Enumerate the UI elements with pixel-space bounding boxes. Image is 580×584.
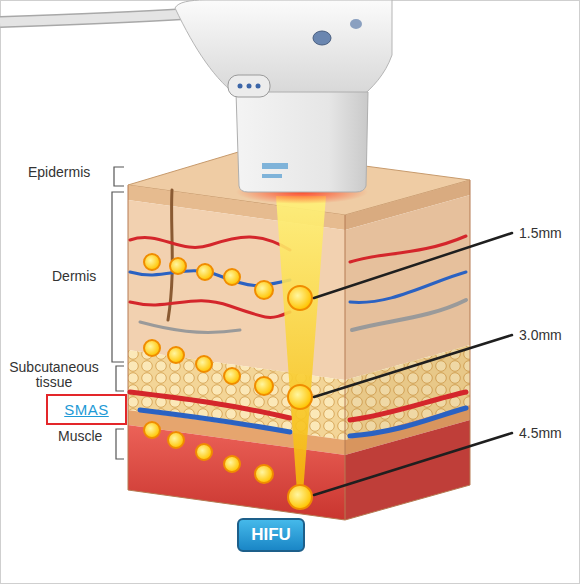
- indicator-dot: [238, 84, 243, 89]
- smas-box: SMAS: [46, 394, 127, 425]
- focal-dot: [255, 377, 273, 395]
- side-button: [228, 75, 270, 97]
- nerve: [352, 300, 466, 330]
- cable: [0, 14, 185, 22]
- top-button: [313, 31, 331, 45]
- focal-dot: [255, 281, 273, 299]
- layer-bracket: [112, 192, 124, 362]
- top-button: [350, 19, 362, 29]
- focal-dot: [224, 269, 240, 285]
- hifu-badge-text: HIFU: [251, 525, 291, 545]
- focal-dot: [144, 340, 160, 356]
- leader-line: [314, 233, 512, 298]
- handpiece: [0, 0, 392, 204]
- handle: [175, 0, 392, 98]
- focal-dot: [168, 432, 184, 448]
- focal-dot: [224, 368, 240, 384]
- focal-dot: [144, 422, 160, 438]
- head-marking: [262, 163, 288, 169]
- layer-label: Muscle: [58, 428, 102, 444]
- vein: [140, 410, 290, 432]
- leader-line: [314, 433, 512, 495]
- depth-label: 3.0mm: [519, 327, 562, 343]
- artery: [350, 236, 466, 262]
- vein: [350, 272, 466, 302]
- layer-label: Dermis: [52, 268, 96, 284]
- layer-bracket: [116, 366, 124, 391]
- cable: [0, 14, 185, 22]
- transducer-head: [236, 92, 368, 192]
- nerve: [140, 322, 240, 332]
- smas-box-text: SMAS: [64, 401, 109, 418]
- focal-dot: [168, 347, 184, 363]
- focal-dot: [197, 264, 213, 280]
- artery: [130, 237, 290, 250]
- hifu-badge: HIFU: [237, 518, 305, 552]
- indicator-dot: [247, 84, 252, 89]
- depth-label: 1.5mm: [519, 225, 562, 241]
- focal-points: [144, 254, 312, 509]
- focal-dot: [196, 356, 212, 372]
- hair-follicle: [168, 190, 172, 320]
- block-edges: [128, 180, 470, 520]
- artery: [130, 301, 290, 318]
- focal-dot: [224, 456, 240, 472]
- vein: [350, 408, 466, 436]
- muscle-layer: [128, 425, 345, 520]
- indicator-dot: [256, 84, 261, 89]
- leader-lines: [314, 233, 512, 495]
- focal-dot: [196, 444, 212, 460]
- focal-dot: [255, 465, 273, 483]
- layer-bracket: [114, 167, 124, 186]
- layer-bracket: [116, 429, 124, 459]
- leader-line: [314, 335, 512, 397]
- head-marking: [262, 174, 282, 178]
- focal-dot: [288, 485, 312, 509]
- ultrasound-beam: [276, 196, 326, 506]
- focal-dot: [288, 385, 312, 409]
- layer-label: Epidermis: [28, 164, 90, 180]
- focal-dot: [144, 254, 160, 270]
- depth-label: 4.5mm: [519, 425, 562, 441]
- focal-dot: [288, 286, 312, 310]
- skin-block: [128, 150, 470, 520]
- focal-dot: [170, 258, 186, 274]
- layer-label: Subcutaneous tissue: [2, 360, 106, 390]
